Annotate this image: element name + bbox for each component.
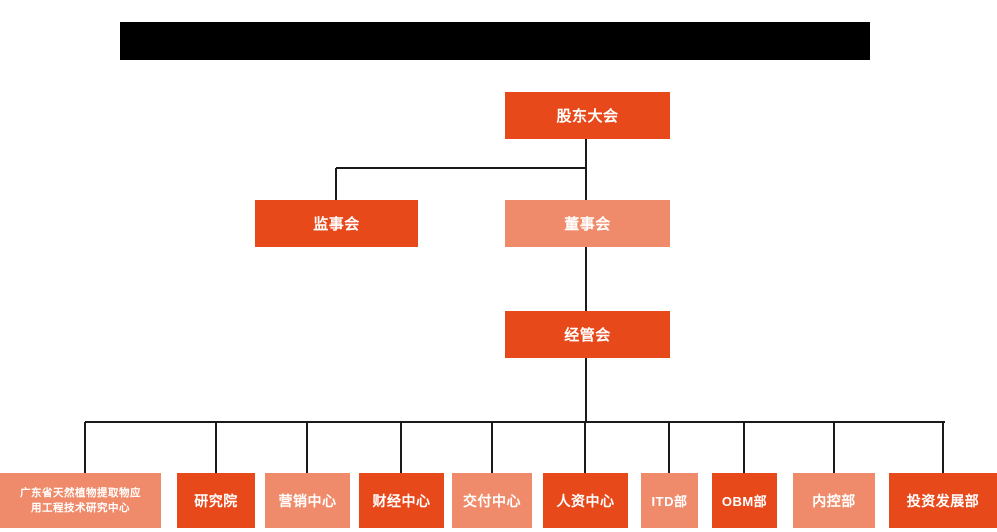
department-node[interactable]: 研究院 — [177, 473, 255, 528]
node-management-committee[interactable]: 经管会 — [505, 311, 670, 358]
header-banner — [120, 22, 870, 60]
department-node[interactable]: 广东省天然植物提取物应用工程技术研究中心 — [0, 473, 161, 528]
node-board-of-directors[interactable]: 董事会 — [505, 200, 670, 247]
node-management-committee-label: 经管会 — [564, 327, 611, 344]
node-board-of-supervisors[interactable]: 监事会 — [255, 200, 418, 247]
connector-bus-to-department — [215, 422, 217, 473]
connector-to-supervisors — [335, 168, 337, 200]
department-node[interactable]: OBM部 — [712, 473, 777, 528]
department-node[interactable]: ITD部 — [641, 473, 698, 528]
connector-bus-to-department — [942, 422, 944, 473]
department-node[interactable]: 交付中心 — [452, 473, 532, 528]
node-shareholders-meeting[interactable]: 股东大会 — [505, 92, 670, 139]
department-node-label: 交付中心 — [463, 492, 521, 509]
department-node-label: 广东省天然植物提取物应用工程技术研究中心 — [20, 487, 141, 514]
department-node-label: OBM部 — [721, 494, 768, 509]
connector-shareholders-to-directors — [585, 139, 587, 200]
connector-directors-to-management — [585, 247, 587, 311]
node-board-of-supervisors-label: 监事会 — [313, 216, 360, 233]
department-node-label: 营销中心 — [278, 492, 337, 509]
department-node[interactable]: 内控部 — [793, 473, 875, 528]
department-node-label: ITD部 — [651, 494, 688, 509]
department-node-label: 内控部 — [812, 492, 856, 509]
department-node[interactable]: 人资中心 — [543, 473, 628, 528]
connector-department-bus — [85, 421, 945, 423]
connector-split-bar — [336, 167, 586, 169]
connector-management-to-bus — [585, 358, 587, 422]
connector-bus-to-department — [668, 422, 670, 473]
connector-bus-to-department — [584, 422, 586, 473]
department-node-label: 人资中心 — [556, 492, 615, 509]
connector-bus-to-department — [833, 422, 835, 473]
connector-bus-to-department — [400, 422, 402, 473]
connector-bus-to-department — [491, 422, 493, 473]
connector-bus-to-department — [743, 422, 745, 473]
node-board-of-directors-label: 董事会 — [564, 216, 611, 233]
node-shareholders-meeting-label: 股东大会 — [556, 108, 619, 125]
connector-bus-to-department — [84, 422, 86, 473]
department-node-label: 研究院 — [194, 492, 238, 509]
department-node[interactable]: 投资发展部 — [889, 473, 997, 528]
connector-bus-to-department — [306, 422, 308, 473]
department-node-label: 投资发展部 — [906, 492, 980, 509]
department-node[interactable]: 财经中心 — [359, 473, 444, 528]
department-node-label: 财经中心 — [372, 492, 431, 509]
department-node[interactable]: 营销中心 — [265, 473, 350, 528]
